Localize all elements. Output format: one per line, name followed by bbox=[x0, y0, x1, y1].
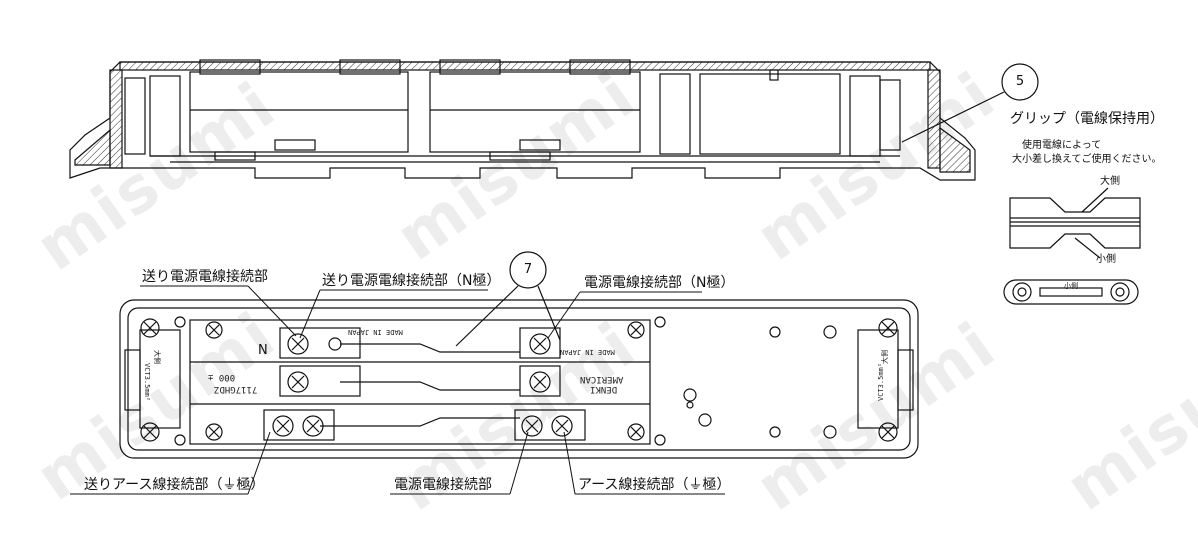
grip-title: グリップ（電線保持用） bbox=[1010, 111, 1164, 127]
label-send-earth-terminal: 送りアース線接続部（⏚極） bbox=[84, 477, 265, 493]
section-view bbox=[69, 59, 976, 181]
cable-spec-left: VCT3.5mm² bbox=[142, 363, 151, 401]
callout-5 bbox=[901, 63, 1039, 143]
grip-large-side-label: 大側 bbox=[1100, 176, 1120, 187]
model-stamp: 7117GHDZ bbox=[214, 384, 258, 394]
label-send-power-terminal-n: 送り電源電線接続部（N極） bbox=[322, 273, 501, 289]
callout-number-7: 7 bbox=[523, 262, 533, 277]
grip-note-line2: 大小差し換えてご使用ください。 bbox=[1012, 154, 1162, 165]
grip-small-side-label: 小側 bbox=[1096, 254, 1116, 265]
leader-lines bbox=[70, 285, 725, 495]
made-in-japan-stamp: MADE IN JAPAN bbox=[348, 328, 403, 336]
label-send-power-terminal: 送り電源電線接続部 bbox=[142, 269, 268, 285]
large-side-mark-left: 大側 bbox=[153, 350, 161, 364]
brand-stamp: DENKI bbox=[590, 384, 618, 394]
made-in-japan-stamp: MADE IN JAPAN bbox=[560, 348, 615, 356]
callout-number-5: 5 bbox=[1015, 74, 1025, 89]
label-earth-terminal: アース線接続部（⏚極） bbox=[578, 477, 731, 493]
rating-stamp: 000 ± bbox=[208, 372, 236, 382]
grip-detail bbox=[1003, 187, 1141, 305]
screw-heads bbox=[140, 318, 898, 442]
grip-note-line1: 使用電線によって bbox=[1022, 140, 1102, 151]
n-polarity-mark: N bbox=[258, 343, 268, 358]
plan-view bbox=[70, 285, 919, 495]
brand-stamp: AMERICAN bbox=[580, 374, 624, 384]
label-power-terminal-n: 電源電線接続部（N極） bbox=[584, 275, 735, 291]
large-side-mark-right: 大側 bbox=[881, 350, 889, 364]
grip-small-mark: 小側 bbox=[1064, 282, 1078, 290]
callout-7 bbox=[455, 251, 561, 347]
cable-spec-right: VCT3.5mm² bbox=[876, 363, 885, 401]
label-power-terminal: 電源電線接続部 bbox=[394, 477, 492, 493]
